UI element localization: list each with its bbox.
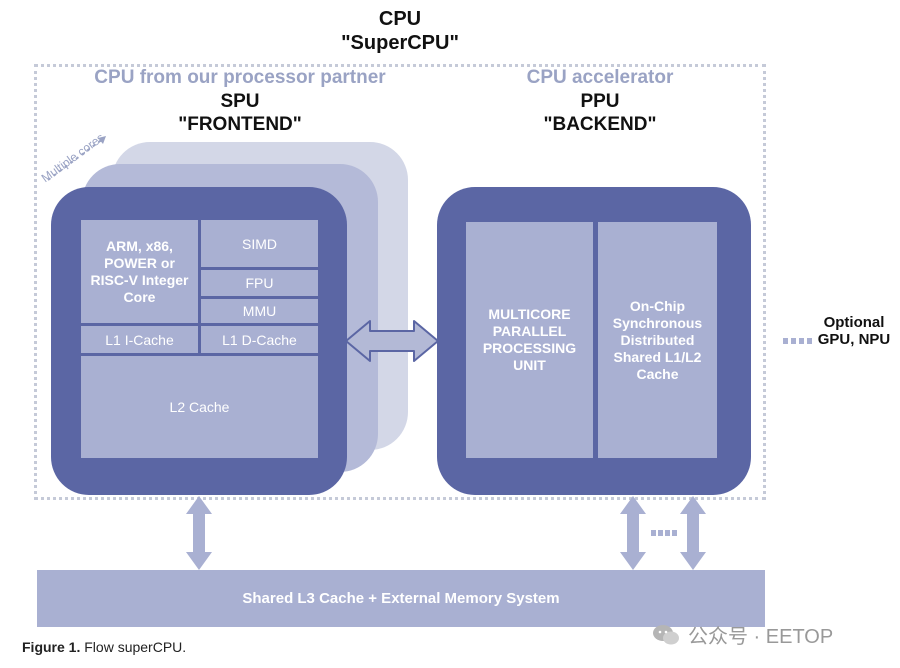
multiple-cores-arrow-icon [47,136,106,181]
left-section-label: CPU from our processor partner [94,67,386,88]
spu-bus-arrow-icon [186,496,212,570]
ppu-bus-arrow-right-icon [680,496,706,570]
figure-caption: Figure 1. Flow superCPU. [22,639,186,655]
fpu-cell: FPU [201,270,318,296]
integer-core-cell: ARM, x86, POWER or RISC-V Integer Core [81,220,198,323]
optional-accelerator-label: Optional GPU, NPU [817,314,891,348]
ppu-name: PPU [580,91,620,112]
l2-cache-cell: L2 Cache [81,356,318,458]
wechat-icon [653,624,679,644]
simd-cell: SIMD [201,220,318,267]
spu-ppu-double-arrow-icon [345,320,439,362]
onchip-cache-cell: On-Chip Synchronous Distributed Shared L… [598,222,717,458]
figure-caption-text: Flow superCPU. [80,639,187,655]
supercpu-frame [34,64,766,500]
mmu-cell: MMU [201,299,318,323]
watermark-text: 公众号 · EETOP [688,626,834,648]
ppu-bus-dots-icon [651,530,677,536]
spu-role: "FRONTEND" [178,114,302,135]
watermark: 公众号 · EETOP [652,620,833,649]
optional-dots-icon [783,338,812,344]
multicore-unit-cell: MULTICORE PARALLEL PROCESSING UNIT [466,222,593,458]
shared-l3-memory-bus: Shared L3 Cache + External Memory System [37,570,765,627]
spu-name: SPU [220,91,260,112]
diagram-title: CPU [378,8,422,30]
l1-dcache-cell: L1 D-Cache [201,326,318,353]
ppu-role: "BACKEND" [543,114,657,135]
right-section-label: CPU accelerator [526,67,674,88]
ppu-bus-arrow-left-icon [620,496,646,570]
l1-icache-cell: L1 I-Cache [81,326,198,353]
figure-number: Figure 1. [22,639,81,655]
diagram-subtitle: "SuperCPU" [341,32,459,54]
